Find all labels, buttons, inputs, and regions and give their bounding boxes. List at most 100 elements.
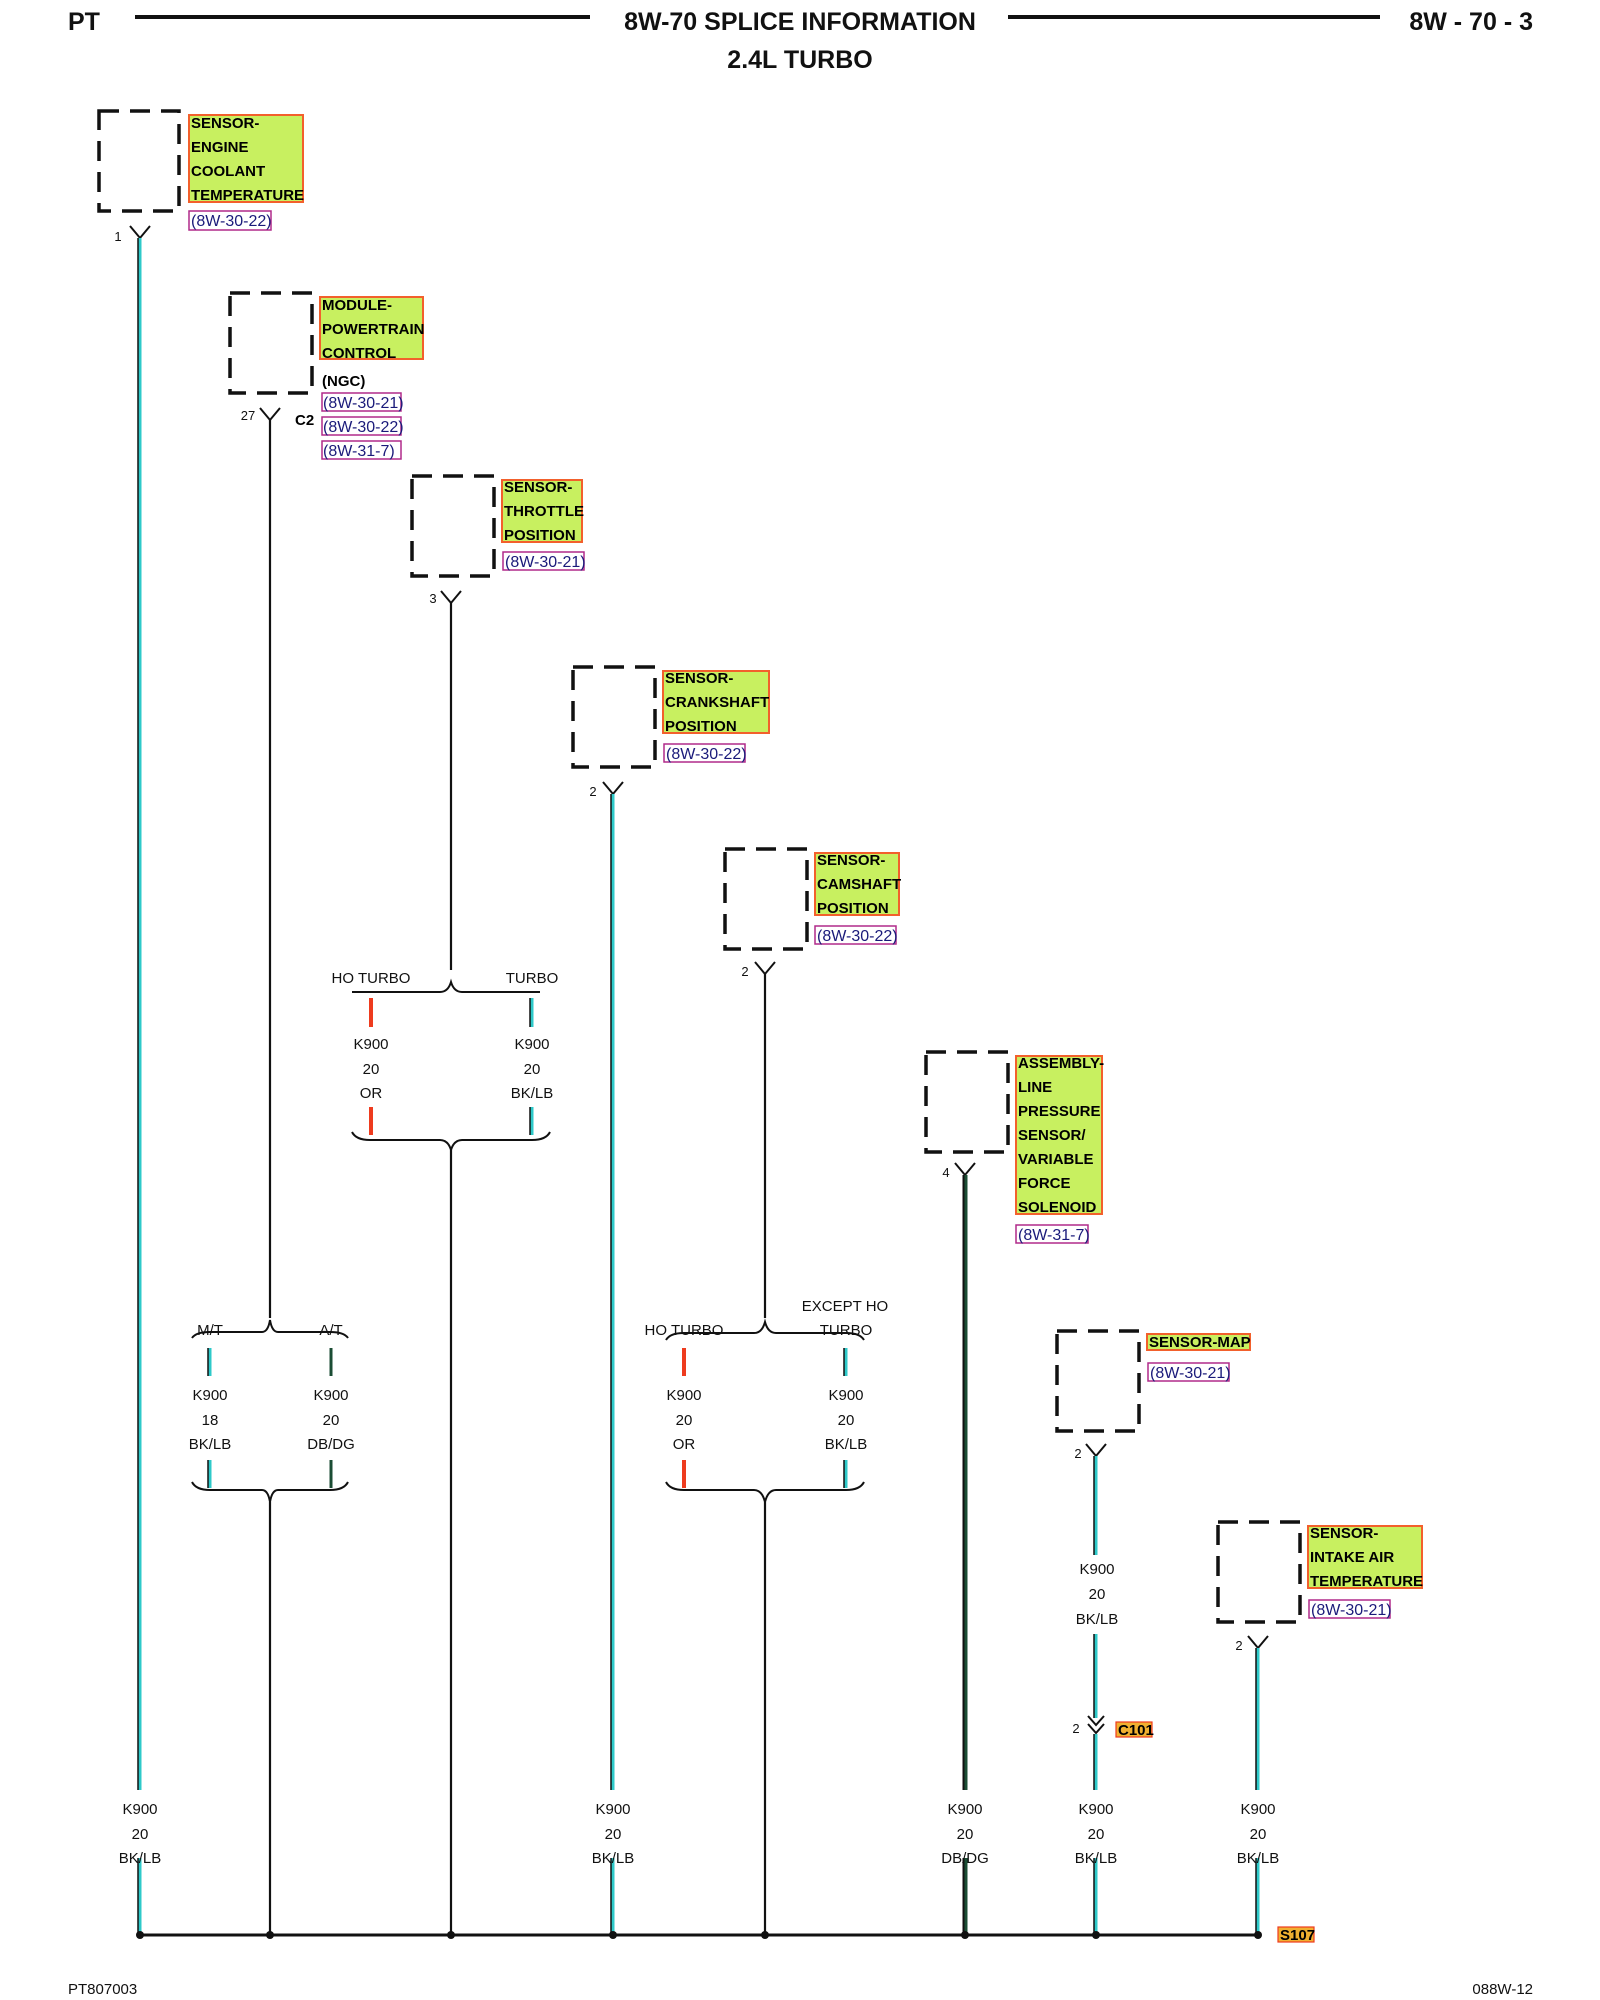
ckp-pin: 2: [589, 784, 596, 799]
iat-pin: 2: [1235, 1638, 1242, 1653]
tps-pin: 3: [429, 591, 436, 606]
cmp-except-color: BK/LB: [825, 1436, 868, 1453]
pcm-ref-3: (8W-31-7): [323, 443, 395, 460]
svg-text:20: 20: [605, 1826, 622, 1843]
component-iat-sensor: SENSOR- INTAKE AIR TEMPERATURE (8W-30-21…: [1216, 1520, 1423, 1653]
iat-label-box: [1307, 1525, 1423, 1589]
tps-name: SENSOR- THROTTLE POSITION: [504, 479, 588, 544]
lps-ref: (8W-31-7): [1018, 1227, 1090, 1244]
map-ref: (8W-30-21): [1150, 1365, 1231, 1382]
cmp-ref: (8W-30-22): [817, 928, 898, 945]
svg-text:BK/LB: BK/LB: [1075, 1850, 1118, 1867]
svg-text:DB/DG: DB/DG: [941, 1850, 989, 1867]
map-wire-circuit: K900: [1079, 1561, 1114, 1578]
pcm-connector: C2: [295, 412, 314, 429]
svg-text:20: 20: [957, 1826, 974, 1843]
tps-ho-color: OR: [360, 1085, 383, 1102]
pcm-mt-color: BK/LB: [189, 1436, 232, 1453]
cmp-option-brace-top: [665, 1318, 865, 1341]
map-wire-gauge: 20: [1089, 1586, 1106, 1603]
map-bottom-wire-label: K900 20 BK/LB: [1075, 1801, 1118, 1867]
cmp-terminal-icon: [754, 961, 776, 976]
pcm-at-circuit: K900: [313, 1387, 348, 1404]
ckp-outline: [571, 665, 657, 769]
svg-text:20: 20: [1088, 1826, 1105, 1843]
iat-bottom-wire-label: K900 20 BK/LB: [1237, 1801, 1280, 1867]
footer-left: PT807003: [68, 1981, 137, 1998]
pcm-at-color: DB/DG: [307, 1436, 355, 1453]
pcm-ref-box-2: [321, 416, 402, 436]
ect-name: SENSOR- ENGINE COOLANT TEMPERATURE: [191, 115, 304, 204]
pcm-at-gauge: 20: [323, 1412, 340, 1429]
lps-outline: [924, 1050, 1010, 1154]
lps-bottom-wire-label: K900 20 DB/DG: [941, 1801, 989, 1867]
svg-text:BK/LB: BK/LB: [1237, 1850, 1280, 1867]
cmp-except-gauge: 20: [838, 1412, 855, 1429]
pcm-ref-box-3: [321, 440, 402, 460]
connector-c101: 2 C101: [1072, 1715, 1154, 1739]
tps-turbo-color: BK/LB: [511, 1085, 554, 1102]
tps-ref: (8W-30-21): [505, 554, 586, 571]
lps-label-box: [1015, 1055, 1103, 1215]
cmp-outline: [723, 847, 809, 951]
pcm-ref-2: (8W-30-22): [323, 419, 404, 436]
iat-outline: [1216, 1520, 1302, 1624]
header-right: 8W - 70 - 3: [1409, 8, 1533, 36]
component-map-sensor: SENSOR-MAP (8W-30-21) 2: [1055, 1329, 1251, 1461]
page-subtitle: 2.4L TURBO: [727, 46, 872, 74]
pcm-ref-box-1: [321, 392, 402, 412]
ect-pin: 1: [114, 229, 121, 244]
ect-ref-box: [188, 210, 272, 231]
tps-ho-circuit: K900: [353, 1036, 388, 1053]
map-terminal-icon: [1085, 1443, 1107, 1458]
splice-node-iat: [1254, 1931, 1262, 1939]
svg-text:BK/LB: BK/LB: [592, 1850, 635, 1867]
pcm-mt-circuit: K900: [192, 1387, 227, 1404]
cmp-option-left-label: HO TURBO: [645, 1322, 724, 1339]
c101-pin: 2: [1072, 1721, 1079, 1736]
ckp-bottom-wire-label: K900 20 BK/LB: [592, 1801, 635, 1867]
pcm-mt-gauge: 18: [202, 1412, 219, 1429]
tps-outline: [410, 474, 496, 578]
svg-text:BK/LB: BK/LB: [119, 1850, 162, 1867]
ckp-name: SENSOR- CRANKSHAFT POSITION: [665, 670, 773, 735]
s107-label: S107: [1280, 1927, 1315, 1944]
map-label-box: [1146, 1333, 1251, 1351]
component-pcm: MODULE- POWERTRAIN CONTROL (NGC) (8W-30-…: [228, 291, 425, 460]
tps-option-right-label: TURBO: [506, 970, 559, 987]
c101-label-box: [1115, 1721, 1153, 1738]
pcm-label-box: [319, 296, 424, 360]
map-name: SENSOR-MAP: [1149, 1334, 1251, 1351]
ckp-terminal-icon: [602, 781, 624, 796]
svg-text:K900: K900: [947, 1801, 982, 1818]
iat-name: SENSOR- INTAKE AIR TEMPERATURE: [1310, 1525, 1423, 1590]
cmp-pin: 2: [741, 964, 748, 979]
component-cmp: SENSOR- CAMSHAFT POSITION (8W-30-22) 2: [723, 847, 901, 979]
footer-right: 088W-12: [1472, 1981, 1533, 1998]
splice-node-tps: [447, 1931, 455, 1939]
lps-pin: 4: [942, 1165, 949, 1180]
pcm-option-right-label: A/T: [319, 1322, 342, 1339]
cmp-option-brace-bottom: [665, 1481, 865, 1503]
component-tps: SENSOR- THROTTLE POSITION (8W-30-21) 3: [410, 474, 588, 606]
lps-name: ASSEMBLY- LINE PRESSURE SENSOR/ VARIABLE…: [1018, 1055, 1108, 1216]
pcm-note: (NGC): [322, 373, 365, 390]
page-title: 8W-70 SPLICE INFORMATION: [624, 8, 976, 36]
cmp-ref-box: [814, 925, 897, 945]
map-wire-color: BK/LB: [1076, 1611, 1119, 1628]
pcm-option-brace-top: [191, 1319, 349, 1339]
tps-option-brace-top: [352, 978, 540, 993]
tps-option-left-label: HO TURBO: [332, 970, 411, 987]
pcm-option-left-label: M/T: [197, 1322, 223, 1339]
iat-ref: (8W-30-21): [1311, 1602, 1392, 1619]
ckp-label-box: [662, 670, 770, 734]
ckp-ref-box: [663, 743, 746, 763]
tps-ref-box: [502, 551, 585, 571]
splice-node-map: [1092, 1931, 1100, 1939]
svg-text:K900: K900: [122, 1801, 157, 1818]
cmp-option-right-label-2: TURBO: [820, 1322, 873, 1339]
cmp-except-circuit: K900: [828, 1387, 863, 1404]
cmp-ho-gauge: 20: [676, 1412, 693, 1429]
lps-terminal-icon: [954, 1162, 976, 1177]
